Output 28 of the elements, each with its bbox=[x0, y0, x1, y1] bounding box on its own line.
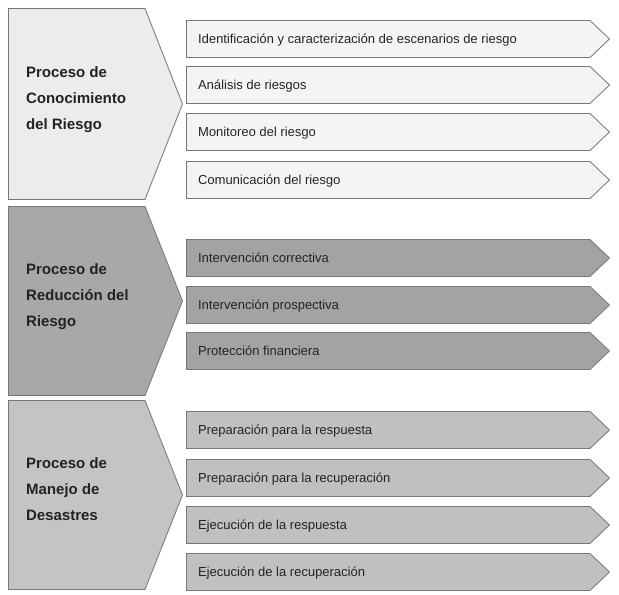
step-panel bbox=[186, 239, 610, 277]
step-label: Intervención correctiva bbox=[198, 250, 329, 265]
step-label: Preparación para la respuesta bbox=[198, 422, 372, 437]
step-panel bbox=[186, 553, 610, 591]
step-panel bbox=[186, 411, 610, 449]
process-title: Proceso de Conocimiento del Riesgo bbox=[26, 63, 127, 135]
step-panel bbox=[186, 161, 610, 199]
step-panel bbox=[186, 459, 610, 497]
step-label: Identificación y caracterización de escenarios de riesgo bbox=[198, 31, 517, 46]
step-label: Ejecución de la respuesta bbox=[198, 517, 347, 532]
step-label: Monitoreo del riesgo bbox=[198, 124, 316, 139]
step-panel bbox=[186, 506, 610, 544]
step-label: Comunicación del riesgo bbox=[198, 172, 340, 187]
process-title: Proceso de Manejo de Desastres bbox=[26, 454, 108, 526]
step-panel bbox=[186, 113, 610, 151]
step-panel bbox=[186, 66, 610, 104]
process-panel bbox=[8, 8, 183, 200]
step-label: Intervención prospectiva bbox=[198, 297, 339, 312]
step-label: Análisis de riesgos bbox=[198, 77, 306, 92]
process-title: Proceso de Reducción del Riesgo bbox=[26, 260, 130, 332]
process-panel bbox=[8, 206, 183, 396]
process-panel bbox=[8, 400, 183, 590]
step-label: Ejecución de la recuperación bbox=[198, 564, 365, 579]
step-label: Protección financiera bbox=[198, 343, 320, 358]
step-panel bbox=[186, 20, 610, 58]
step-panel bbox=[186, 286, 610, 324]
step-panel bbox=[186, 332, 610, 370]
step-label: Preparación para la recuperación bbox=[198, 470, 390, 485]
